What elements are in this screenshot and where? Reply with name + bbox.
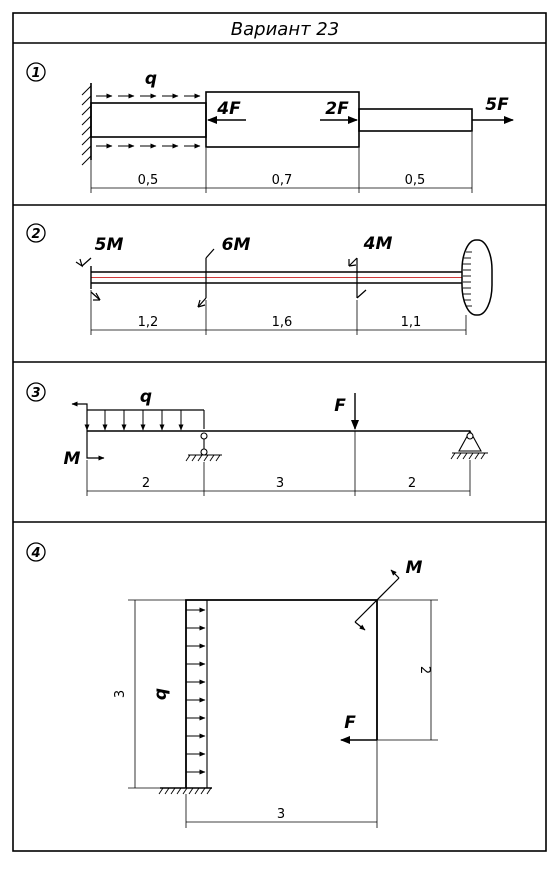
panel-4-number-circle [26,542,46,562]
panel-1-dimension-lines [90,132,473,193]
panel-4-dimension-lines [128,599,438,828]
distributed-load-q-4 [186,607,206,775]
frame-structure [185,599,378,788]
moment-m-bottom [86,431,105,461]
dim-2-3: 1,1 [401,315,422,330]
label-6m: 6M [222,235,251,255]
hinged-support-hatch [450,452,486,460]
label-5m: 5M [95,235,124,255]
label-q-3: q [140,387,152,407]
dim-3-2: 3 [276,476,284,491]
torque-5m [75,257,101,301]
label-f-3: F [334,396,346,416]
panel-1-number-circle [26,62,46,82]
panel-3-number: 3 [31,386,40,401]
dim-2-1: 1,2 [138,315,159,330]
disk-teeth [463,251,472,307]
panel-4: 4 q [26,542,438,828]
hinged-support [452,429,488,454]
label-5f: 5F [485,95,509,115]
dim-3-3: 2 [408,476,416,491]
dim-3-1: 2 [142,476,150,491]
panel-4-number: 4 [30,546,40,561]
panel-1-number: 1 [31,66,40,81]
label-q: q [145,69,157,89]
label-2f: 2F [325,99,349,119]
dim-1-1: 0,5 [138,173,159,188]
torque-4m [348,257,367,299]
wall-hatching [81,85,92,166]
panel-2-dimension-lines [90,290,467,335]
pin-support-hatch [185,454,221,462]
panel-3-dimension-lines [86,431,471,496]
label-m-4: M [406,558,423,578]
dim-4-bottom: 3 [277,807,285,822]
panel-2-number: 2 [31,227,40,242]
bar-segment-3 [358,108,473,132]
label-4m: 4M [363,234,393,254]
label-f-4: F [344,713,356,733]
panel-2-number-circle [26,223,46,243]
pin-support [188,432,222,456]
label-4f: 4F [216,99,241,119]
header-title: Вариант 23 [231,19,339,40]
dim-1-2: 0,7 [272,173,293,188]
label-q-4: q [151,688,171,700]
panel-1: 1 q 4F 2F [26,62,514,193]
dim-1-3: 0,5 [405,173,426,188]
moment-m-top [71,401,88,431]
torque-6m [197,248,215,308]
dim-2-2: 1,6 [272,315,293,330]
bar-segment-1 [90,102,207,138]
panel-2: 2 5M 6M [26,223,493,335]
panel-3-number-circle [26,382,46,402]
disk [461,239,493,316]
distributed-load-q [96,93,201,149]
fixed-base-hatch [158,787,212,795]
distributed-load-q-3 [84,410,184,431]
dim-4-left: 3 [113,690,128,698]
dim-4-right: 2 [417,666,432,674]
outer-frame [12,12,547,852]
panel-3: 3 q M [26,382,488,496]
label-m-3: M [64,449,81,469]
